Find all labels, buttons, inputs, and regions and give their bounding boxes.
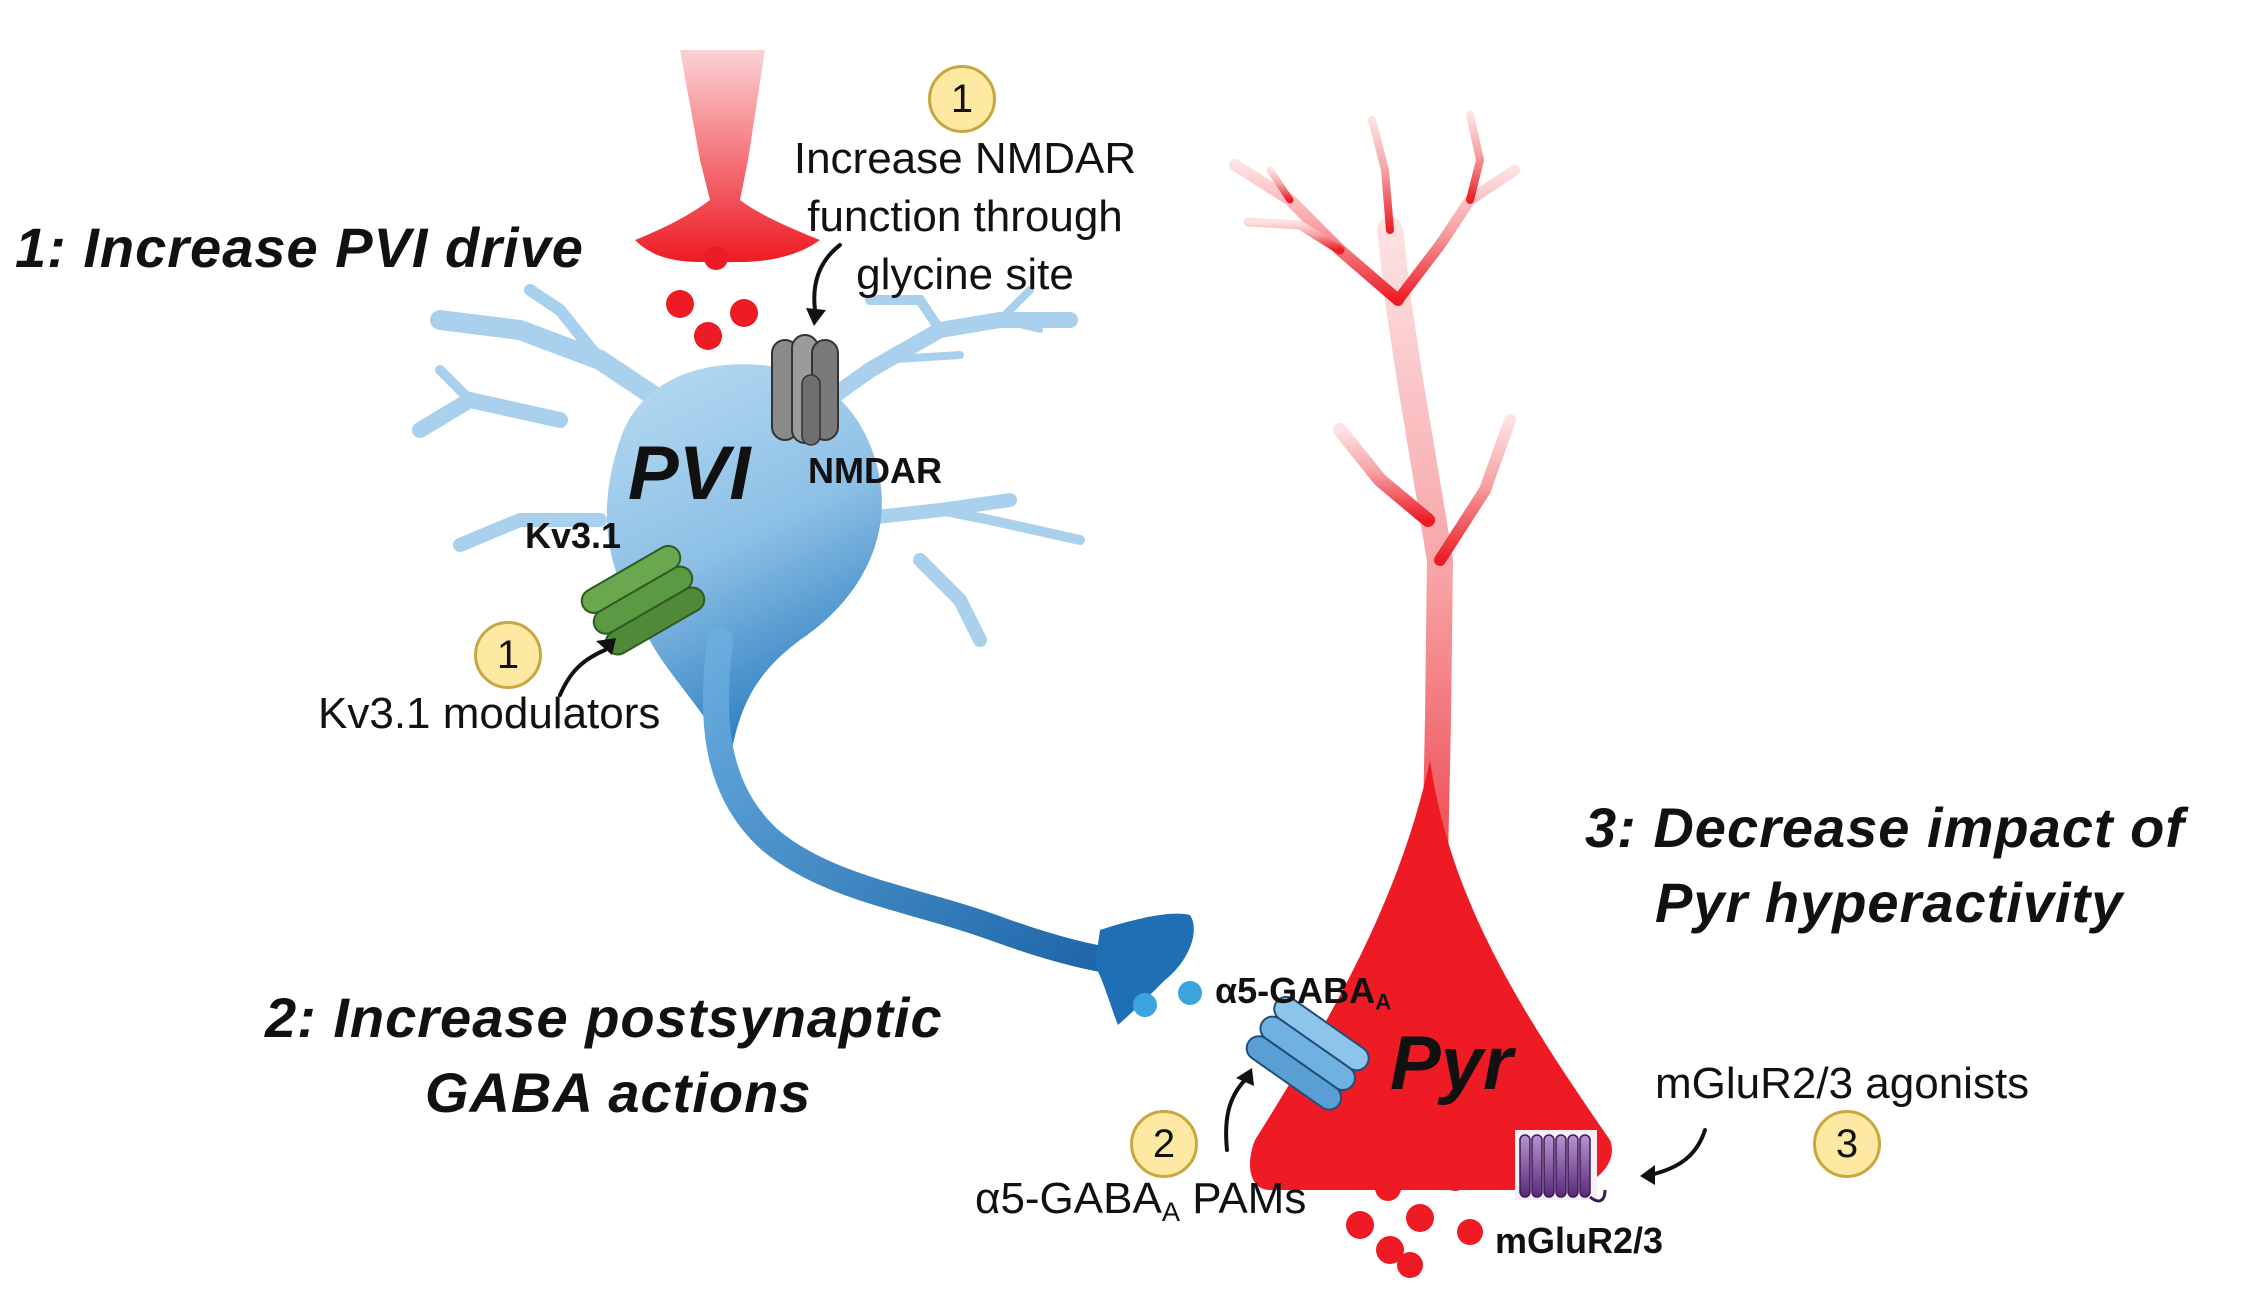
nmdar-intervention-line1: Increase NMDAR — [793, 134, 1137, 183]
badge-mglur: 3 — [1813, 1110, 1881, 1178]
gaba-receptor-label: α5-GABAA — [1215, 970, 1391, 1016]
heading-postsynaptic-2: GABA actions — [425, 1061, 812, 1124]
curved-arrow-icon — [1648, 1128, 1707, 1177]
pam-intervention-tail: PAMs — [1180, 1174, 1307, 1223]
gaba-receptor-label-sub: A — [1375, 989, 1392, 1015]
mglur-receptor-icon — [1515, 1130, 1607, 1203]
gaba-receptor-icon — [1245, 995, 1370, 1111]
heading-pyr-1: 3: Decrease impact of — [1585, 796, 2185, 859]
presynaptic-terminal — [635, 50, 820, 350]
curved-arrow-icon — [558, 648, 607, 697]
heading-postsynaptic-1: 2: Increase postsynaptic — [265, 986, 943, 1049]
kv31-intervention: Kv3.1 modulators — [318, 689, 661, 738]
pam-intervention: α5-GABAA PAMs — [975, 1170, 1306, 1241]
nmdar-label: NMDAR — [808, 450, 942, 491]
mglur-label: mGluR2/3 — [1495, 1220, 1664, 1261]
nmdar-intervention: Increase NMDAR function through glycine … — [765, 130, 1165, 304]
arrowheads — [596, 308, 1655, 1185]
nmdar-receptor-icon — [771, 334, 839, 446]
badge-kv31: 1 — [474, 621, 542, 689]
curved-arrow-icon — [812, 243, 842, 312]
pyr-vesicles — [1346, 1165, 1483, 1278]
nmdar-intervention-line2: function through — [807, 192, 1123, 241]
kv31-receptor-icon — [580, 544, 706, 656]
nmdar-intervention-line3: glycine site — [856, 250, 1074, 299]
curved-arrow-icon — [1224, 1078, 1247, 1152]
mglur-intervention: mGluR2/3 agonists — [1655, 1059, 2030, 1108]
badge-nmdar: 1 — [928, 65, 996, 133]
kv31-label: Kv3.1 — [525, 515, 622, 556]
heading-pyr-2: Pyr hyperactivity — [1655, 871, 2124, 934]
badge-pam: 2 — [1130, 1110, 1198, 1178]
heading-pvi-drive: 1: Increase PVI drive — [15, 216, 584, 279]
arrows — [558, 243, 1707, 1177]
pvi-neuron — [412, 284, 1202, 1025]
pvi-label: PVI — [628, 431, 751, 516]
pyr-label: Pyr — [1390, 1021, 1513, 1106]
gaba-receptor-label-main: α5-GABA — [1215, 970, 1376, 1011]
pam-intervention-main: α5-GABA — [975, 1174, 1162, 1223]
pam-intervention-sub: A — [1161, 1196, 1181, 1228]
